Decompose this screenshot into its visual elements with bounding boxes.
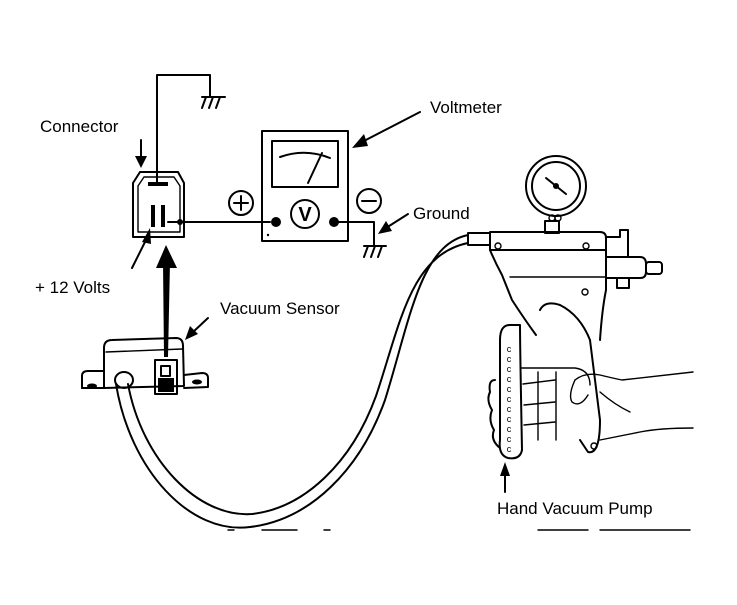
vacuum-gauge — [525, 155, 587, 222]
svg-text:c: c — [507, 434, 512, 444]
ground-symbol-top — [201, 96, 226, 109]
svg-text:c: c — [507, 404, 512, 414]
positive-terminal-icon — [228, 190, 254, 216]
connector-label: Connector — [40, 117, 119, 136]
vacuum-sensor — [81, 337, 209, 395]
voltmeter-positive-jack — [271, 217, 281, 227]
svg-text:c: c — [507, 424, 512, 434]
ground-arrow — [378, 213, 409, 234]
connector-ground-wire — [156, 74, 226, 166]
voltmeter-arrow — [352, 111, 421, 148]
negative-lead-wire — [333, 221, 375, 247]
voltmeter-needle — [307, 152, 323, 184]
voltmeter-v-text: V — [298, 204, 312, 226]
hand-vacuum-pump: c c c c c c c c c c c — [467, 155, 694, 460]
svg-text:c: c — [507, 444, 512, 454]
svg-text:c: c — [507, 414, 512, 424]
connector-terminal-dot — [177, 219, 183, 225]
voltmeter: V — [261, 130, 349, 242]
svg-text:c: c — [507, 354, 512, 364]
sensor-to-connector-arrow — [156, 245, 177, 357]
vacuum-sensor-arrow — [185, 317, 209, 340]
svg-text:c: c — [507, 384, 512, 394]
hand-vacuum-pump-arrow — [500, 462, 510, 493]
plus-12-volts-label: + 12 Volts — [35, 278, 110, 297]
vacuum-hose — [115, 234, 469, 529]
plus-12-volts-arrow — [131, 228, 151, 269]
ground-symbol-voltmeter — [363, 245, 387, 258]
hand — [487, 367, 694, 449]
ground-label: Ground — [413, 204, 470, 223]
hand-vacuum-pump-label: Hand Vacuum Pump — [497, 499, 653, 518]
connector — [132, 164, 185, 238]
svg-text:c: c — [507, 394, 512, 404]
connector-arrow — [135, 139, 147, 168]
voltmeter-v-symbol — [290, 199, 320, 229]
svg-text:c: c — [507, 364, 512, 374]
pump-handle-grip: c c c c c c c c c c c — [498, 324, 523, 460]
svg-text:c: c — [507, 374, 512, 384]
negative-terminal-icon — [356, 188, 382, 214]
voltmeter-label: Voltmeter — [430, 98, 502, 117]
sensor-vacuum-port — [114, 371, 134, 389]
svg-text:c: c — [507, 344, 512, 354]
vacuum-sensor-label: Vacuum Sensor — [220, 299, 340, 318]
